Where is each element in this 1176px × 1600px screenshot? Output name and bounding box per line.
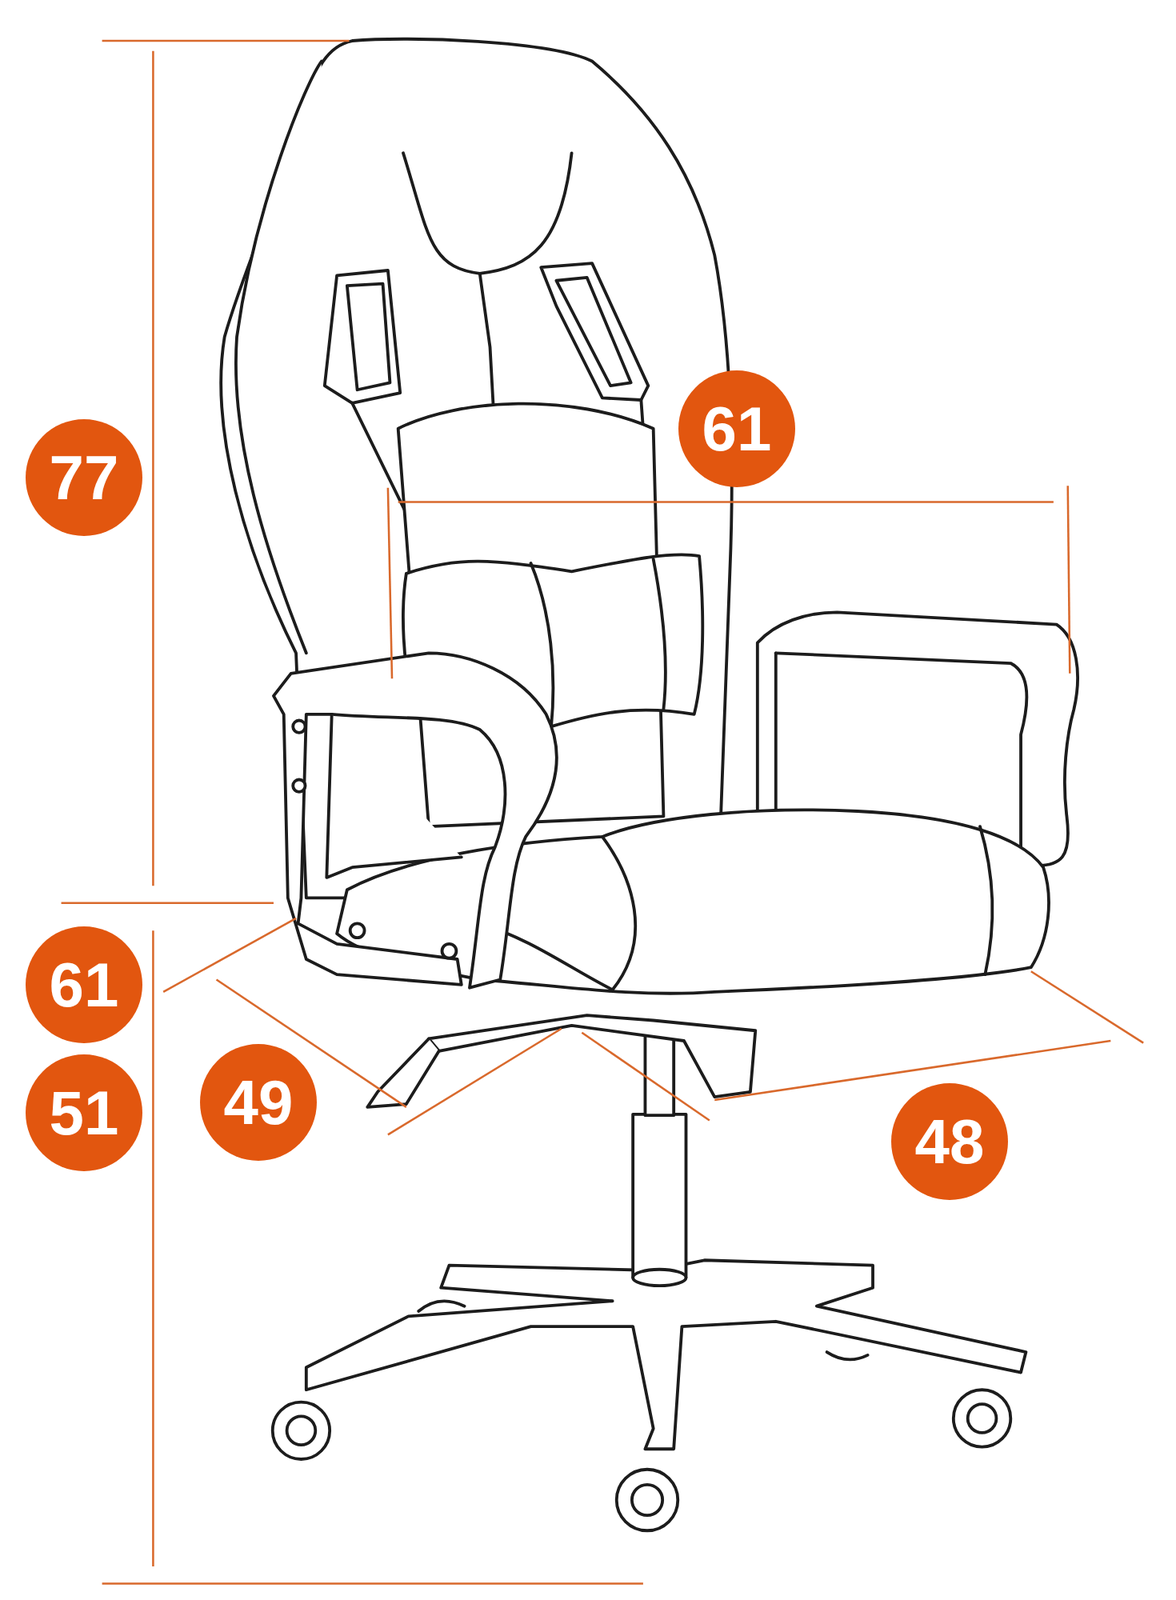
- callout-number: 48: [915, 1110, 985, 1173]
- dimension-callout: 48: [891, 1083, 1008, 1200]
- callout-number: 61: [702, 397, 772, 460]
- dimension-callout: 49: [200, 1044, 317, 1161]
- callout-number: 77: [49, 446, 120, 509]
- callout-number: 49: [224, 1071, 294, 1134]
- dimension-callout: 61: [678, 370, 796, 488]
- dimension-callout: 61: [25, 926, 143, 1044]
- callout-number: 61: [49, 953, 120, 1016]
- dimension-callout: 51: [25, 1054, 143, 1172]
- dimension-callout: 77: [25, 419, 143, 536]
- callout-number: 51: [49, 1081, 120, 1144]
